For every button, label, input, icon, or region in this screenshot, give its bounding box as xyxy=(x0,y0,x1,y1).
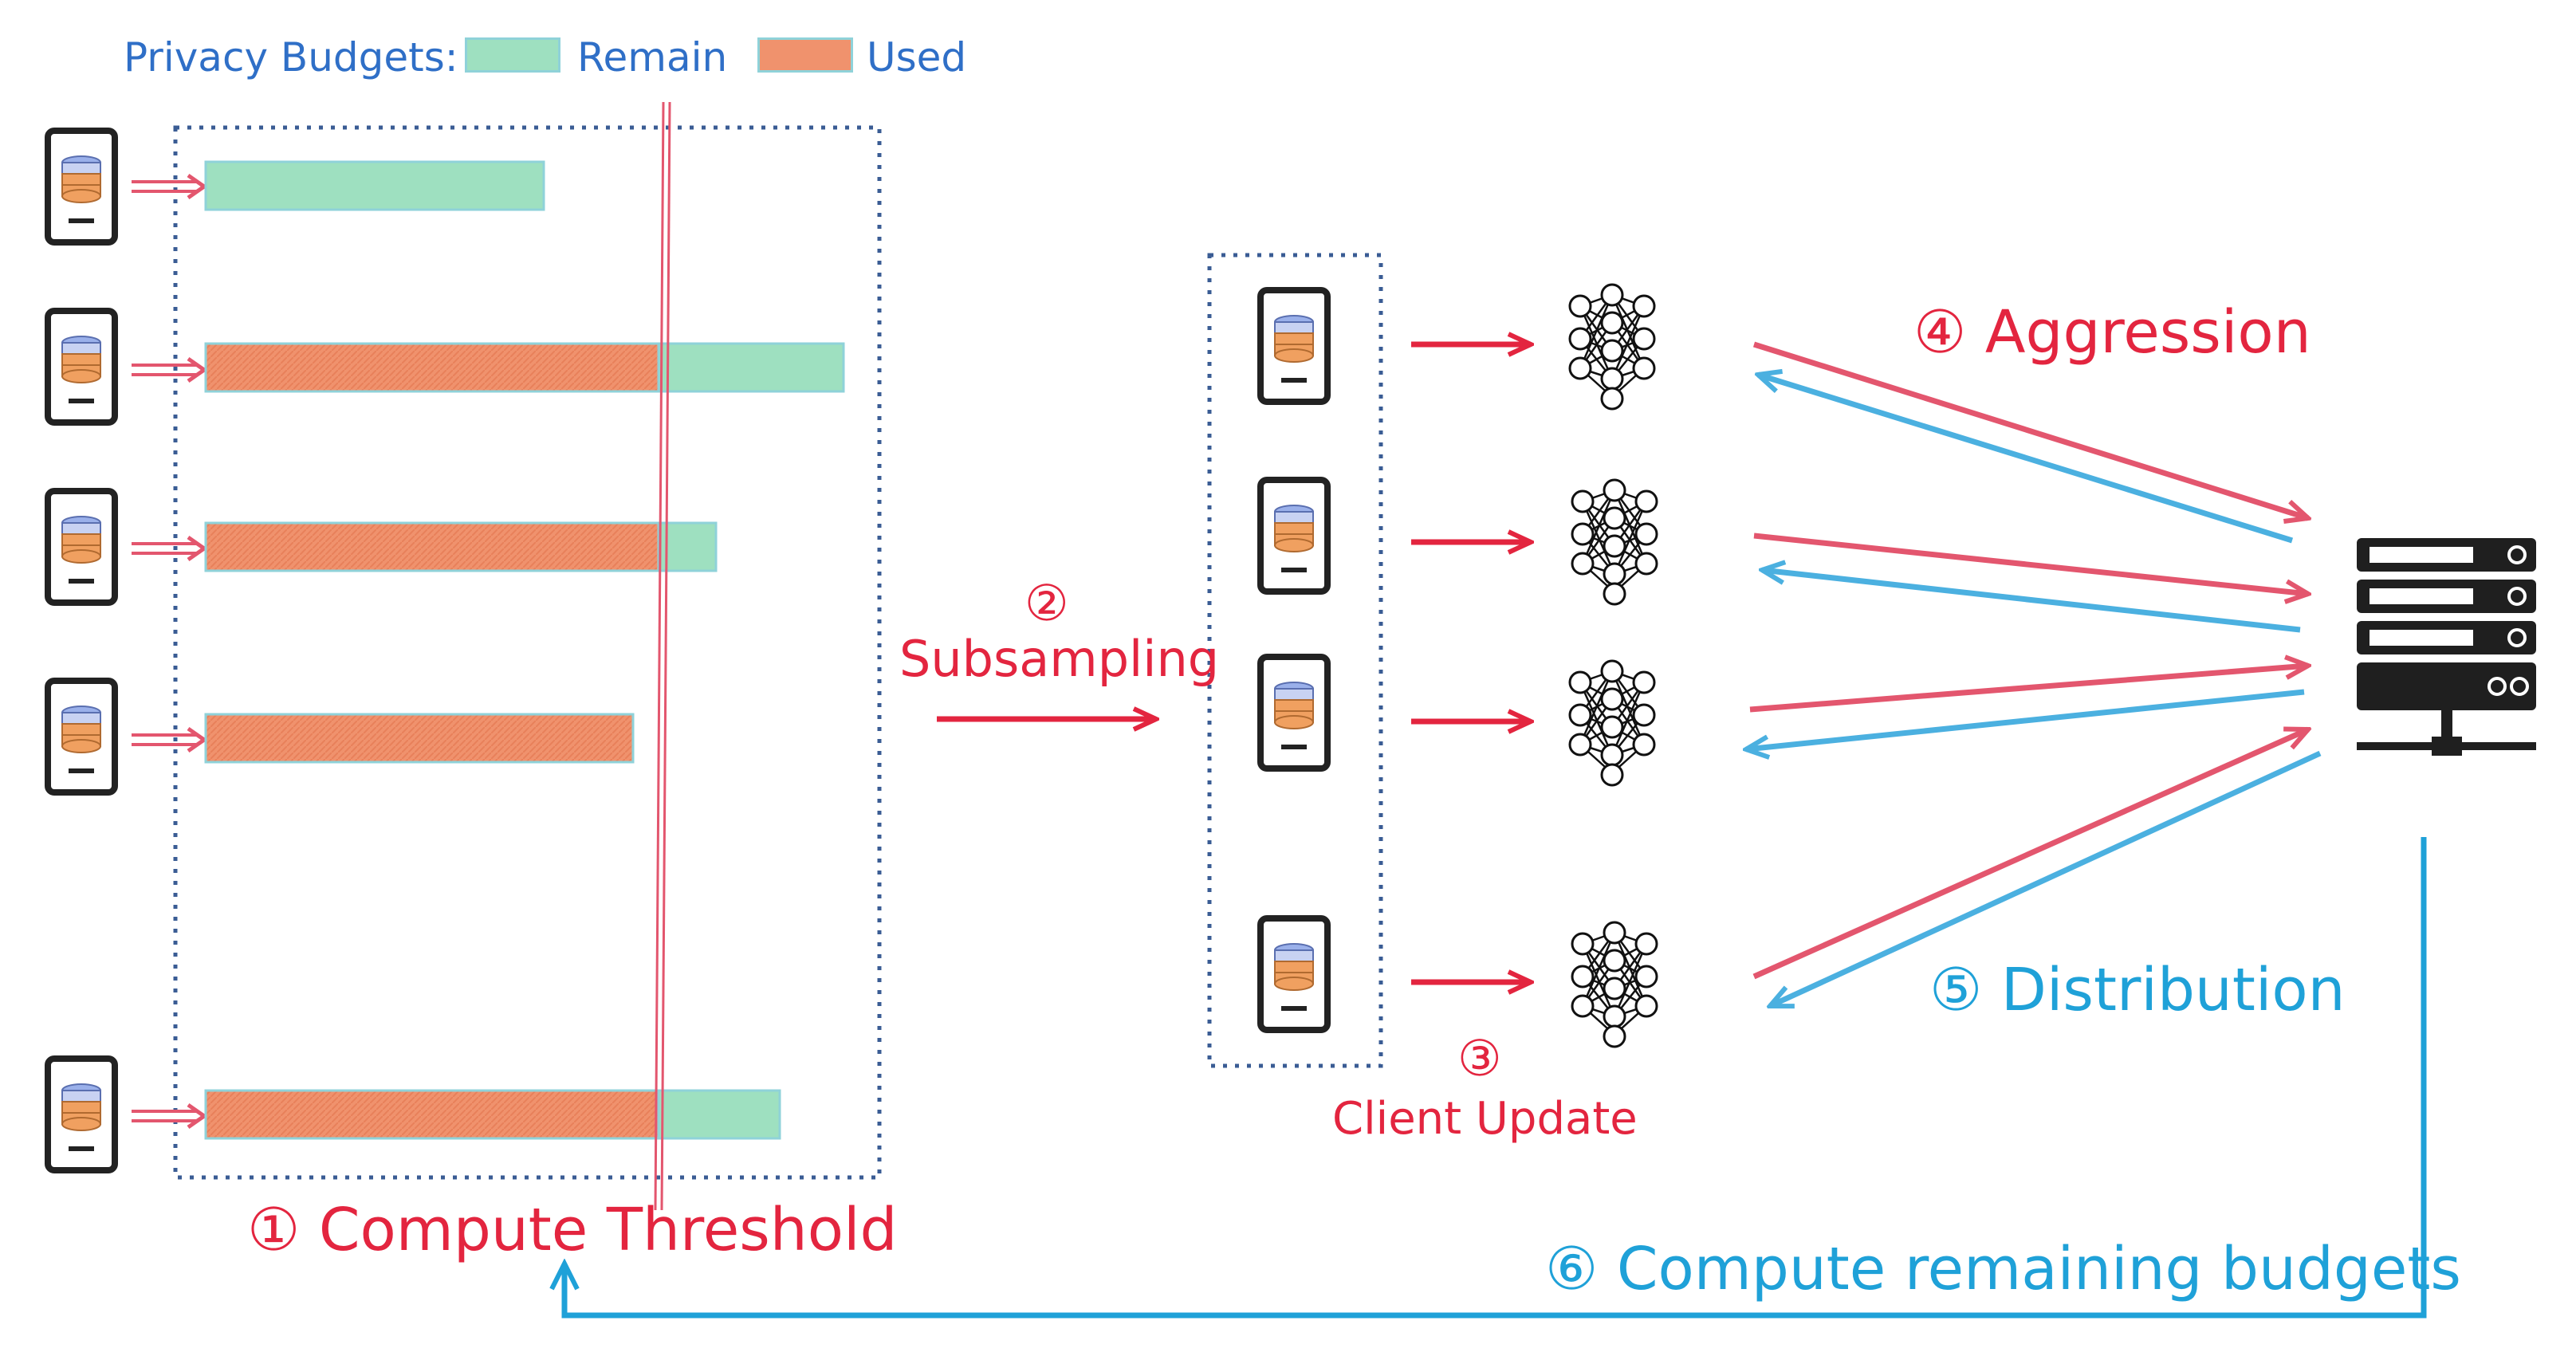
client-phone-icon xyxy=(48,311,115,423)
neural-network-icon xyxy=(1571,921,1658,1048)
legend-title: Privacy Budgets: xyxy=(124,34,458,81)
used-budget-bar xyxy=(204,342,660,393)
legend-used-label: Used xyxy=(867,34,967,81)
sampled-phone-icon xyxy=(1260,918,1327,1030)
client-budgets-box xyxy=(173,125,882,1180)
step2-number: ② xyxy=(1025,574,1069,632)
used-budget-bar xyxy=(204,713,635,764)
neural-network-icon xyxy=(1571,478,1658,606)
aggregation-arrows xyxy=(1749,341,2308,980)
step2-label: Subsampling xyxy=(899,630,1220,688)
sampled-phone-icon xyxy=(1260,657,1327,768)
client-phone-icon xyxy=(48,1059,115,1170)
client-to-bar-arrows xyxy=(132,173,208,1130)
neural-network-icon xyxy=(1568,283,1656,411)
threshold-line xyxy=(654,101,671,1211)
remaining-budget-bar xyxy=(204,160,545,211)
step6-label: ⑥ Compute remaining budgets xyxy=(1545,1235,2461,1303)
sampled-clients-box xyxy=(1207,253,1383,1068)
legend-remain-swatch xyxy=(465,37,560,73)
client-phone-icon xyxy=(48,681,115,792)
legend-remain-label: Remain xyxy=(577,34,728,81)
remaining-budget-bar xyxy=(657,342,845,393)
server-icon xyxy=(2357,538,2536,756)
remaining-budget-bar xyxy=(657,521,718,572)
client-phone-icon xyxy=(48,491,115,603)
step1-label: ① Compute Threshold xyxy=(247,1196,898,1264)
budget-bars xyxy=(204,160,845,1140)
used-budget-bar xyxy=(204,521,660,572)
step3-label: Client Update xyxy=(1332,1093,1638,1145)
client-phone-icon xyxy=(48,131,115,242)
sampled-phone-icon xyxy=(1260,480,1327,592)
remaining-budget-bar xyxy=(657,1089,781,1140)
client-update-arrows xyxy=(1411,344,1531,982)
step5-label: ⑤ Distribution xyxy=(1929,956,2346,1024)
neural-network-icon xyxy=(1568,659,1656,787)
step4-label: ④ Aggression xyxy=(1913,298,2311,367)
distribution-arrows xyxy=(1746,375,2322,1009)
remaining-budgets-arrow xyxy=(564,837,2427,1319)
used-budget-bar xyxy=(204,1089,660,1140)
legend-used-swatch xyxy=(757,37,853,73)
step3-number: ③ xyxy=(1457,1029,1502,1087)
sampled-phone-icon xyxy=(1260,290,1327,402)
